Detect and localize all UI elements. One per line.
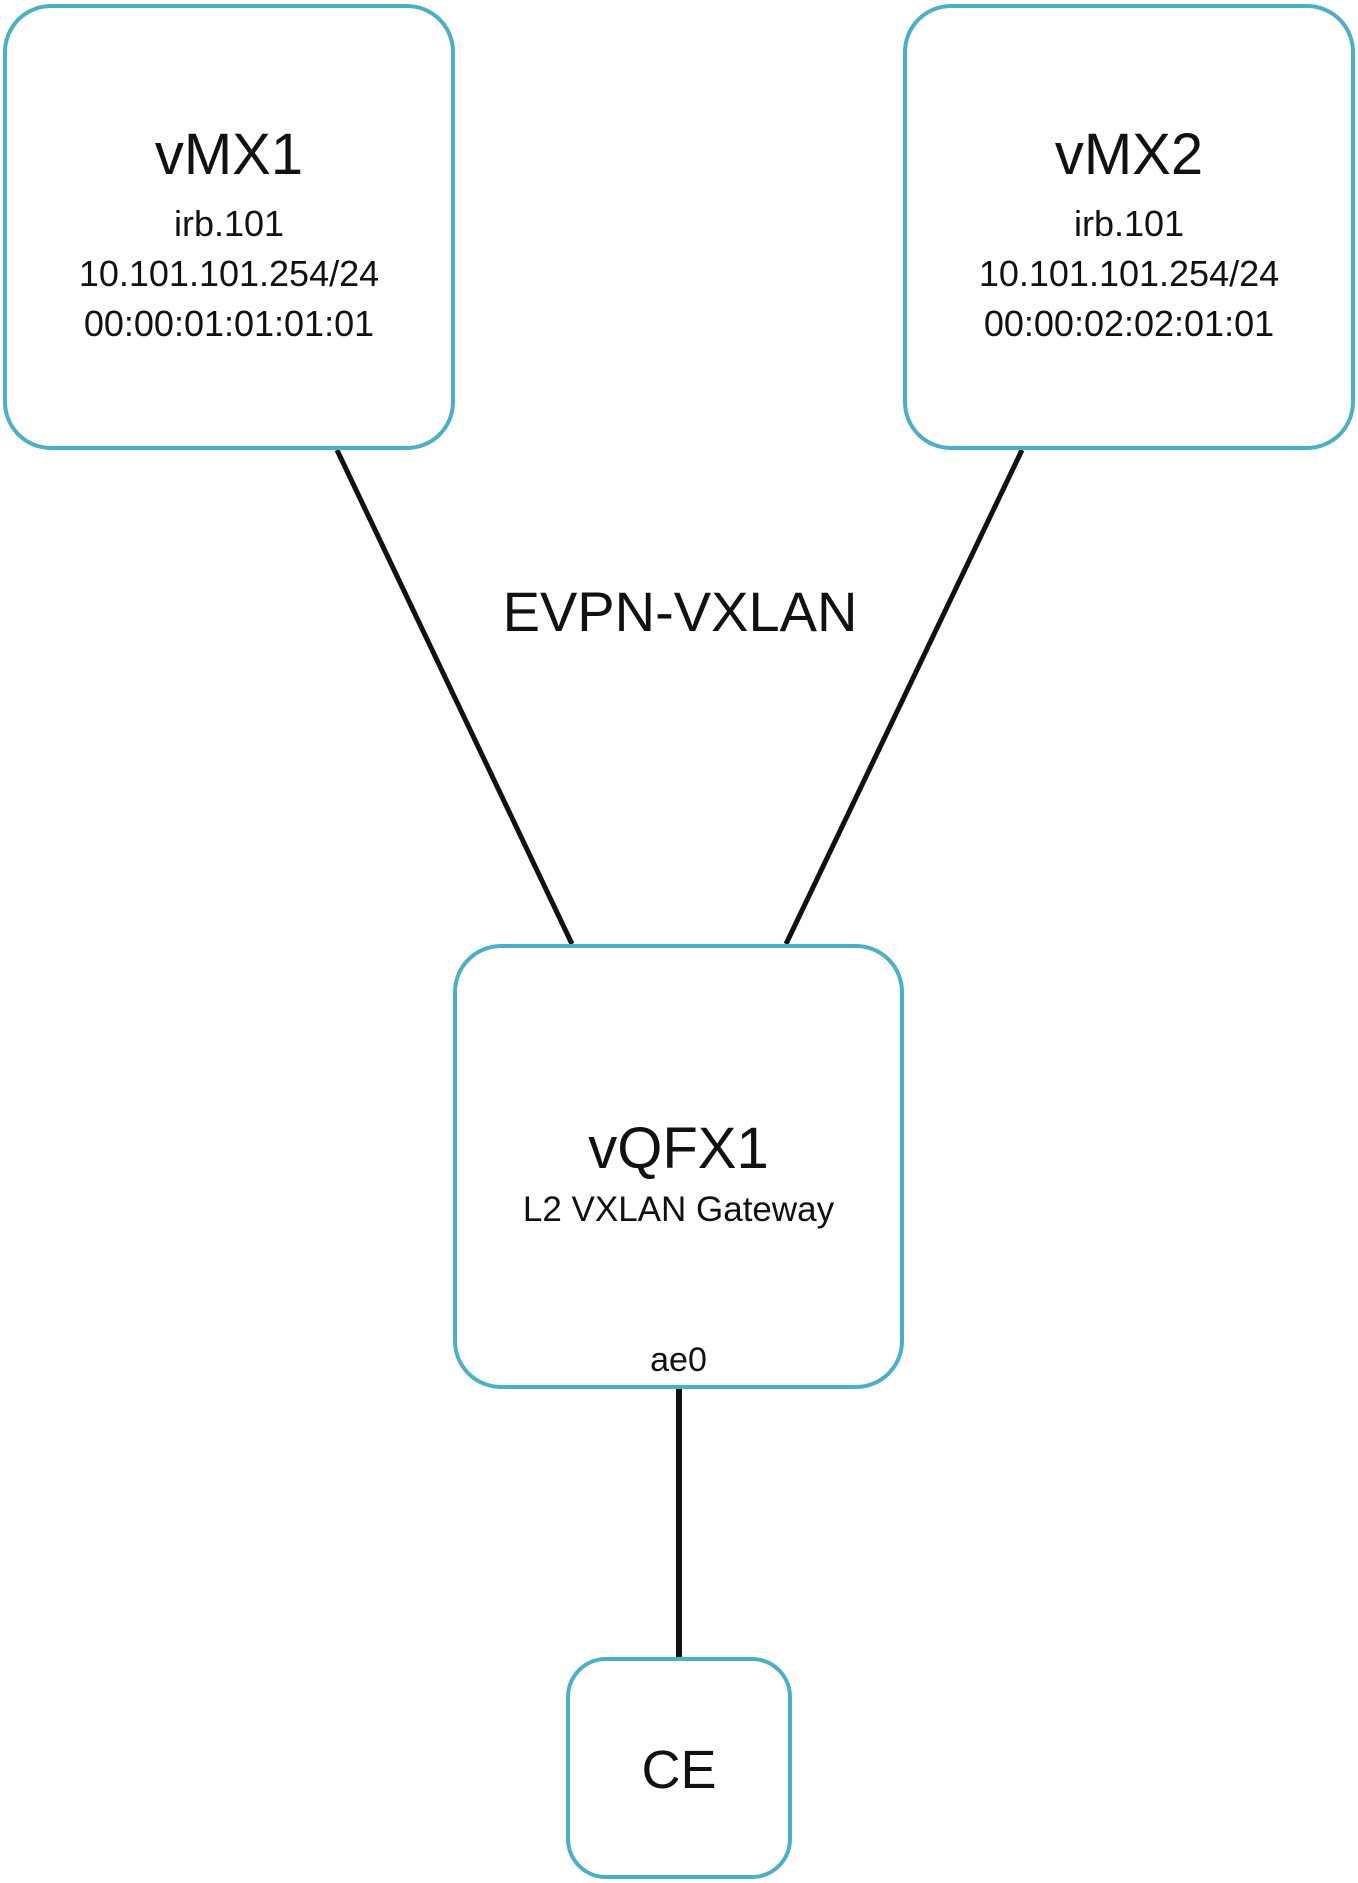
- link-vmx1-vqfx1: [334, 448, 575, 946]
- node-vmx2-interface: irb.101: [1073, 203, 1185, 244]
- node-vmx1: vMX1 irb.101 10.101.101.254/24 00:00:01:…: [3, 4, 455, 450]
- link-vmx2-vqfx1: [783, 448, 1025, 946]
- node-vmx2: vMX2 irb.101 10.101.101.254/24 00:00:02:…: [903, 4, 1355, 450]
- node-vqfx1-port-label: ae0: [650, 1341, 707, 1379]
- node-vmx1-ip: 10.101.101.254/24: [78, 253, 380, 294]
- node-ce: CE: [566, 1657, 792, 1879]
- node-vqfx1-name: vQFX1: [588, 1116, 769, 1181]
- node-ce-name: CE: [641, 1740, 717, 1800]
- node-vmx1-interface: irb.101: [173, 203, 285, 244]
- node-vmx2-name: vMX2: [1054, 122, 1204, 187]
- node-vqfx1-role: L2 VXLAN Gateway: [522, 1190, 835, 1229]
- node-vqfx1: vQFX1 L2 VXLAN Gateway ae0: [453, 944, 904, 1389]
- node-vmx2-ip: 10.101.101.254/24: [978, 253, 1280, 294]
- overlay-label: EVPN-VXLAN: [502, 580, 858, 643]
- node-vmx2-mac: 00:00:02:02:01:01: [983, 303, 1275, 344]
- node-vmx1-mac: 00:00:01:01:01:01: [83, 303, 375, 344]
- node-vmx1-name: vMX1: [154, 122, 304, 187]
